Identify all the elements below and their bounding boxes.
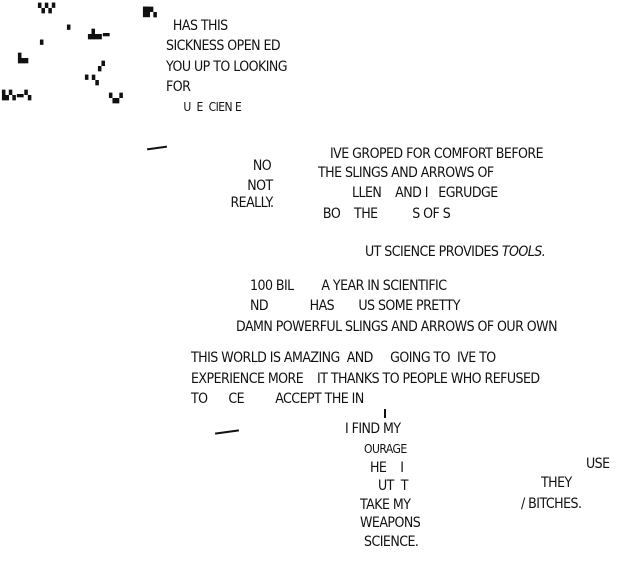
- speech-line: WEAPONS: [360, 515, 421, 531]
- speech-line: UT SCIENCE PROVIDES TOOLS.: [365, 244, 546, 260]
- speaker-mark: [384, 409, 386, 418]
- speech-line: / BITCHES.: [521, 496, 582, 512]
- speech-line: SICKNESS OPEN ED: [166, 38, 281, 54]
- speech-line: USE: [586, 456, 610, 472]
- speech-line: DAMN POWERFUL SLINGS AND ARROWS OF OUR O…: [236, 319, 558, 335]
- speech-line: YOU UP TO LOOKING: [166, 59, 288, 75]
- speech-line: HE I: [370, 460, 404, 476]
- speech-line: NOT: [247, 178, 273, 194]
- speech-line: 100 BIL A YEAR IN SCIENTIFIC: [250, 278, 447, 294]
- speech-line: ND HAS US SOME PRETTY: [250, 298, 461, 314]
- speech-line: IVE GROPED FOR COMFORT BEFORE: [330, 146, 544, 162]
- speck: ▚▚▘: [38, 4, 59, 14]
- speech-line: THEY: [541, 475, 576, 491]
- speaker-mark: [214, 429, 240, 435]
- speck: ▙▖: [18, 54, 32, 64]
- speck: ▟▄▬: [88, 30, 111, 40]
- speech-line: FOR: [166, 79, 191, 95]
- speck: ▘: [40, 41, 47, 51]
- speech-line: NO: [252, 158, 272, 174]
- speech-line: TAKE MY: [360, 497, 411, 513]
- speech-line: EXPERIENCE MORE IT THANKS TO PEOPLE WHO …: [191, 371, 540, 387]
- speck: ▘: [67, 26, 74, 36]
- speaker-mark: [146, 145, 168, 151]
- speck: █▚: [143, 8, 157, 18]
- speech-line: U E CIEN E: [166, 100, 242, 114]
- speech-line: I FIND MY: [345, 421, 401, 437]
- speech-line: THE SLINGS AND ARROWS OF: [318, 165, 494, 181]
- speck: ▘▚: [85, 76, 99, 86]
- speech-line: REALLY.: [230, 195, 274, 211]
- speech-line: HAS THIS: [166, 18, 228, 34]
- speech-line: OURAGE: [364, 442, 407, 456]
- speech-line: BO THE S OF S: [316, 206, 451, 222]
- speech-line: TO CE ACCEPT THE IN: [191, 391, 364, 407]
- speck: ▙▚▬▚: [2, 91, 32, 101]
- speech-line: SCIENCE.: [364, 534, 419, 550]
- speech-line: THIS WORLD IS AMAZING AND GOING TO IVE T…: [191, 350, 496, 366]
- speck: ▞: [98, 62, 105, 72]
- speck: ▚▞: [109, 94, 123, 104]
- speech-line: UT T: [378, 478, 408, 494]
- speech-line: LLEN AND I EGRUDGE: [352, 185, 498, 201]
